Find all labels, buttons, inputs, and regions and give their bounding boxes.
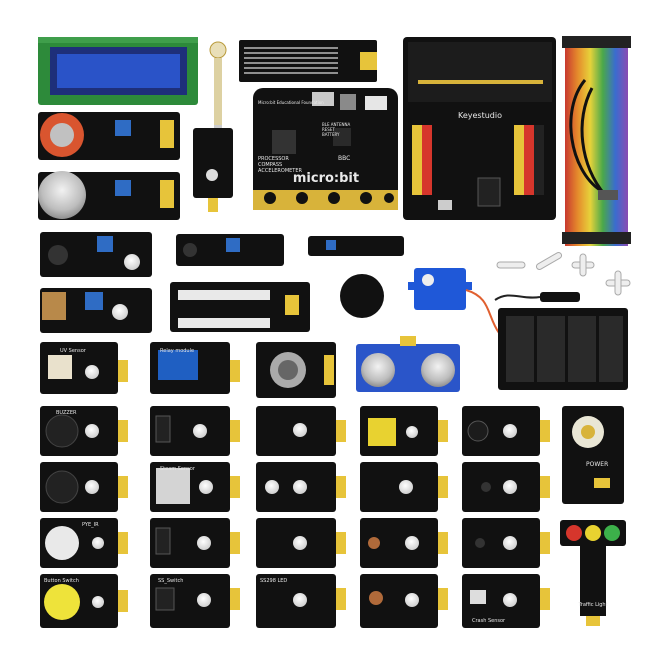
vertical-sensor-module — [193, 128, 233, 212]
buzzer-module-2 — [40, 462, 128, 512]
buzzer-label: BUZZER — [56, 410, 77, 416]
temp-sensor-module — [462, 462, 550, 512]
ss-switch-module-top — [150, 518, 240, 568]
crash-sensor-module: Crash Sensor — [462, 574, 550, 628]
relay-label: Relay module — [160, 348, 194, 354]
buzzer-module: BUZZER — [40, 406, 128, 456]
jumper-wires — [562, 36, 631, 246]
led-module-2 — [360, 462, 448, 512]
pir-sensor-module: PYE_IR — [40, 518, 128, 568]
dc-power-plug — [494, 292, 580, 302]
battery-holder — [498, 308, 628, 390]
button-switch-label: Button Switch — [44, 578, 79, 584]
traffic-light-label: Traffic Light — [577, 602, 607, 608]
gas-sensor-2 — [38, 171, 180, 220]
microbit-antenna-label: BLE ANTENNA — [322, 122, 350, 127]
microbit-shield: Keyestudio — [403, 37, 556, 220]
line-tracking-sensor — [176, 234, 284, 266]
mic-sensor-module — [462, 406, 550, 456]
yellow-led-module — [360, 406, 448, 456]
microbit-accel-label: ACCELEROMETER — [258, 168, 303, 174]
ss298-led-module: SS298 LED — [256, 574, 346, 628]
water-level-sensor — [239, 40, 377, 82]
servo-motor — [408, 268, 521, 351]
joystick-module — [256, 342, 336, 398]
ultrasonic-sensor — [356, 336, 460, 392]
lcd-module — [38, 37, 198, 105]
uv-sensor-label: UV Sensor — [60, 348, 87, 354]
microbit-bbc: BBC — [338, 155, 350, 162]
ir-obstacle-sensor — [40, 232, 152, 277]
ss-switch-module: SS_Switch — [150, 574, 240, 628]
shield-header-right — [514, 125, 544, 195]
small-ir-sensor — [308, 236, 404, 256]
crash-sensor-label: Crash Sensor — [472, 618, 506, 624]
servo-horns — [496, 252, 631, 296]
shield-header-left — [412, 125, 432, 195]
hall-module-2 — [462, 518, 550, 568]
microbit-info: Micro:bit Educational Foundation — [258, 100, 324, 105]
power-label: POWER — [586, 461, 608, 468]
button-switch-module: Button Switch — [40, 574, 128, 628]
ss-switch-label: SS_Switch — [158, 578, 183, 584]
microbit-board: micro:bit BBC Micro:bit Educational Foun… — [253, 88, 398, 210]
photoresistor-module — [360, 518, 448, 568]
microbit-reset-label: RESET — [322, 127, 335, 132]
rgb-led-module — [256, 462, 346, 512]
led-module-3 — [256, 518, 346, 568]
pir-label: PYE_IR — [82, 522, 99, 528]
shield-brand: Keyestudio — [458, 111, 502, 120]
relay-module: Relay module — [150, 342, 240, 394]
gas-sensor-1 — [38, 112, 180, 160]
microbit-processor-label: PROCESSOR — [258, 156, 289, 162]
uv-sensor: UV Sensor — [40, 342, 128, 394]
light-sensor-module — [360, 574, 448, 628]
microbit-logo: micro:bit — [293, 171, 359, 186]
steam-label: Steam Sensor — [160, 466, 196, 472]
pot-sensor — [40, 288, 152, 333]
traffic-light-module: Traffic Light — [560, 520, 626, 626]
power-led-module: POWER — [562, 406, 624, 504]
hall-sensor-module — [150, 406, 240, 456]
led-module-1 — [256, 406, 346, 456]
joystick-cap — [340, 274, 384, 318]
microbit-battery-label: BATTERY — [322, 132, 340, 137]
soil-moisture-sensor — [170, 282, 310, 332]
microbit-compass-label: COMPASS — [258, 162, 282, 168]
ss298-label: SS298 LED — [260, 578, 287, 584]
steam-sensor-module: Steam Sensor — [150, 462, 240, 512]
